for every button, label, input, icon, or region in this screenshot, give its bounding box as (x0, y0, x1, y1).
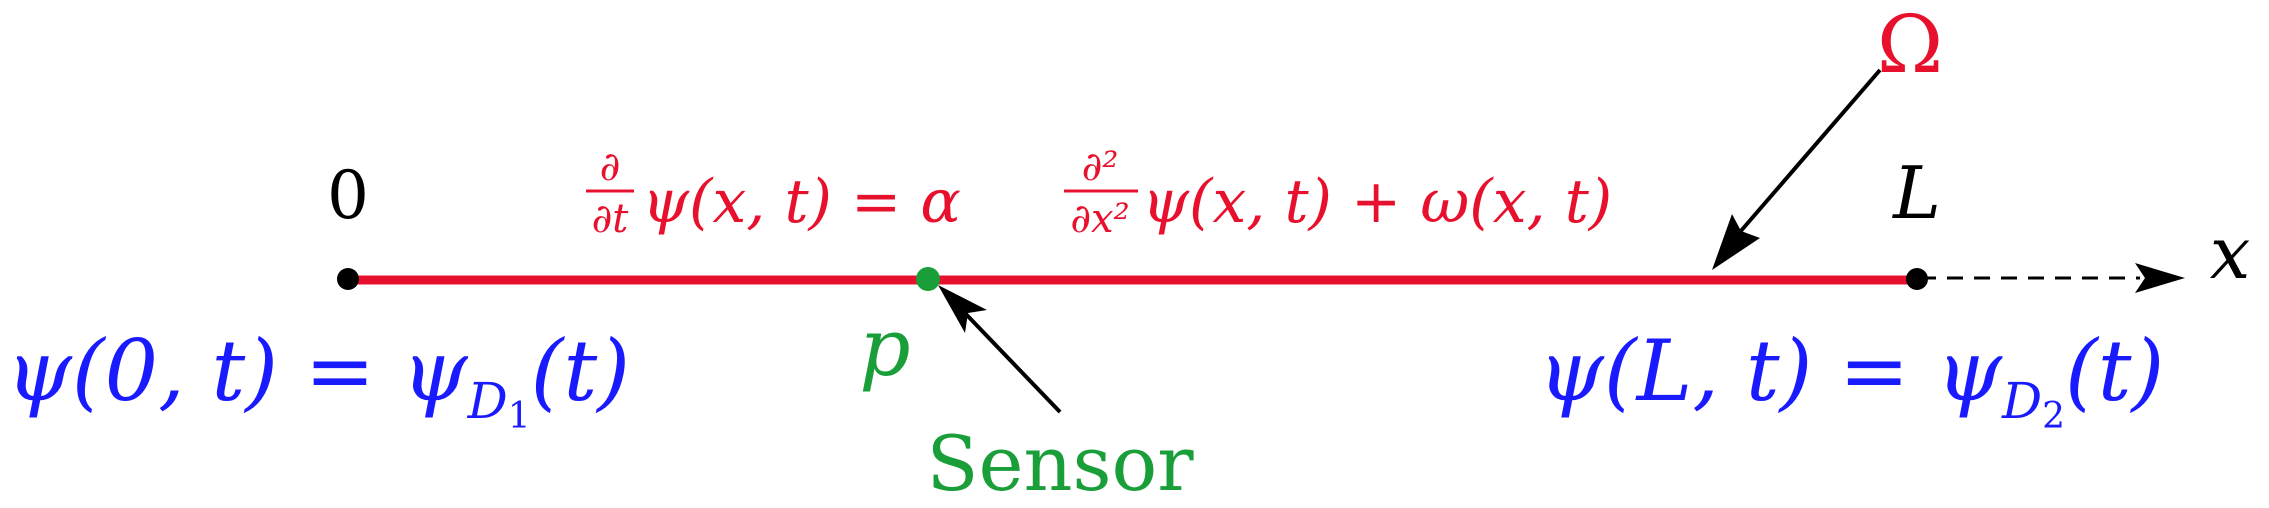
right-bc-sub: D (2001, 372, 2042, 430)
axis-label: x (2210, 211, 2251, 295)
origin-label: 0 (327, 157, 369, 234)
sensor-pointer-arrowhead (938, 285, 987, 333)
sensor-pointer-arrow (960, 308, 1062, 414)
left-bc-lhs: ψ(0, t) = ψ (6, 322, 469, 420)
lhs-function: ψ(x, t) = α (642, 167, 961, 237)
right-bc-tail: (t) (2065, 322, 2164, 420)
pde-equation: ∂ ∂t ψ(x, t) = α ∂² ∂x² ψ(x, t) + ω(x, t… (586, 144, 1612, 242)
sensor-label: Sensor (926, 419, 1194, 508)
sensor-point-label: p (859, 301, 910, 394)
origin-endpoint-dot (337, 268, 359, 290)
left-bc-subsub: 1 (508, 396, 531, 437)
right-bc-lhs: ψ(L, t) = ψ (1538, 322, 2003, 420)
sensor-dot (916, 267, 940, 291)
domain-symbol-label: Ω (1877, 0, 1943, 91)
rhs-function: ψ(x, t) + ω(x, t) (1142, 167, 1612, 237)
right-boundary-condition: ψ(L, t) = ψD2(t) (1538, 322, 2164, 437)
lhs-derivative-denominator: ∂t (592, 196, 630, 242)
left-bc-tail: (t) (531, 322, 630, 420)
rhs-derivative-numerator: ∂² (1082, 144, 1119, 190)
domain-pointer-arrowhead (1712, 214, 1760, 270)
left-bc-text: ψ(0, t) = ψD1(t) (6, 322, 630, 437)
x-axis-arrowhead (2135, 263, 2185, 293)
right-bc-text: ψ(L, t) = ψD2(t) (1538, 322, 2164, 437)
end-label: L (1891, 151, 1941, 235)
lhs-derivative-numerator: ∂ (600, 144, 621, 190)
left-bc-sub: D (467, 372, 508, 430)
end-endpoint-dot (1906, 268, 1928, 290)
right-bc-subsub: 2 (2042, 396, 2065, 437)
rhs-derivative-denominator: ∂x² (1070, 196, 1129, 242)
left-boundary-condition: ψ(0, t) = ψD1(t) (6, 322, 630, 437)
domain-pointer-arrow (1738, 68, 1882, 234)
